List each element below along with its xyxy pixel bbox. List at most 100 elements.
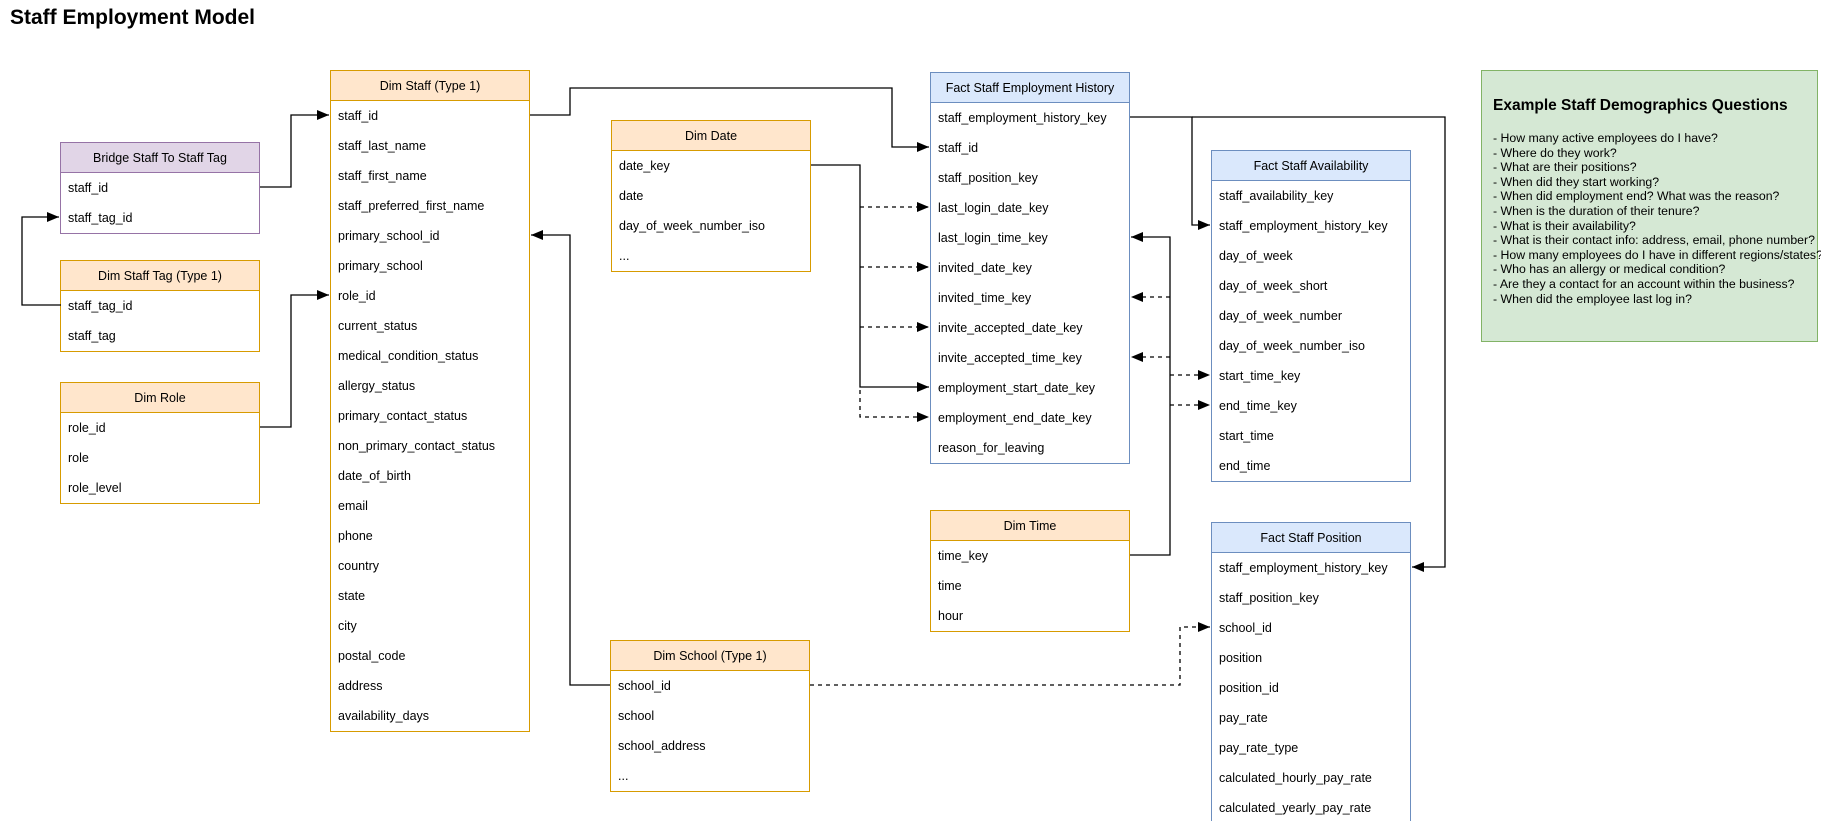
entity-field: school bbox=[618, 709, 655, 723]
entity-field: address bbox=[338, 679, 383, 693]
entity-field: staff_id bbox=[68, 181, 109, 195]
note-question: - Who has an allergy or medical conditio… bbox=[1493, 262, 1726, 277]
entity-field: date bbox=[619, 189, 644, 203]
connector-history-to-availability bbox=[1130, 116, 1210, 230]
notes-title: Example Staff Demographics Questions bbox=[1493, 97, 1788, 114]
entity-header: Dim Staff Tag (Type 1) bbox=[61, 261, 259, 291]
entity-field: role_level bbox=[68, 481, 122, 495]
entity-field: calculated_yearly_pay_rate bbox=[1219, 801, 1372, 815]
entity-field: staff_employment_history_key bbox=[1219, 219, 1388, 233]
entity-field: staff_first_name bbox=[338, 169, 427, 183]
entity-field: staff_tag bbox=[68, 329, 116, 343]
connector-date-to-employment-end bbox=[859, 390, 929, 422]
entity-field: pay_rate bbox=[1219, 711, 1268, 725]
connector-role-to-dim-staff bbox=[260, 290, 329, 428]
entity-field: employment_start_date_key bbox=[938, 381, 1096, 395]
entity-field: day_of_week_number_iso bbox=[619, 219, 765, 233]
note-question: - When did they start working? bbox=[1493, 174, 1660, 189]
entity-field: staff_last_name bbox=[338, 139, 427, 153]
entity-field: country bbox=[338, 559, 379, 573]
entity-field: calculated_hourly_pay_rate bbox=[1219, 771, 1372, 785]
entity-field: date_key bbox=[619, 159, 670, 173]
connector-time-to-last-login-time bbox=[1130, 232, 1171, 556]
page-title: Staff Employment Model bbox=[10, 6, 256, 29]
connector-date-to-employment-start bbox=[811, 164, 929, 392]
note-question: - When did the employee last log in? bbox=[1493, 291, 1692, 306]
entity-field: non_primary_contact_status bbox=[338, 439, 496, 453]
entity-field: time_key bbox=[938, 549, 989, 563]
entity-fact-staff-employment-history[interactable]: Fact Staff Employment History staff_empl… bbox=[930, 72, 1130, 464]
entity-field: staff_employment_history_key bbox=[938, 111, 1107, 125]
entity-field: primary_school bbox=[338, 259, 423, 273]
note-question: - What is their contact info: address, e… bbox=[1493, 233, 1815, 248]
notes-panel: Example Staff Demographics Questions - H… bbox=[1481, 70, 1821, 342]
entity-field: allergy_status bbox=[338, 379, 416, 393]
entity-field: school_id bbox=[1219, 621, 1272, 635]
entity-field: invite_accepted_date_key bbox=[938, 321, 1083, 335]
entity-field: date_of_birth bbox=[338, 469, 411, 483]
entity-header: Fact Staff Position bbox=[1212, 523, 1410, 553]
entity-field: primary_contact_status bbox=[338, 409, 468, 423]
entity-field: staff_id bbox=[938, 141, 979, 155]
entity-field: role_id bbox=[68, 421, 106, 435]
entity-field: pay_rate_type bbox=[1219, 741, 1299, 755]
entity-field: ... bbox=[619, 249, 630, 263]
entity-field: role_id bbox=[338, 289, 376, 303]
entity-field: last_login_date_key bbox=[938, 201, 1049, 215]
entity-field: day_of_week_short bbox=[1219, 279, 1328, 293]
entity-fact-staff-availability[interactable]: Fact Staff Availability staff_availabili… bbox=[1211, 150, 1411, 482]
note-question: - When did employment end? What was the … bbox=[1493, 189, 1780, 204]
entity-field: state bbox=[338, 589, 366, 603]
entity-field: city bbox=[338, 619, 357, 633]
entity-field: school_id bbox=[618, 679, 671, 693]
note-question: - Where do they work? bbox=[1493, 145, 1617, 160]
entity-field: school_address bbox=[618, 739, 706, 753]
entity-field: position_id bbox=[1219, 681, 1279, 695]
connector-school-to-dim-staff bbox=[531, 230, 610, 686]
entity-field: day_of_week_number_iso bbox=[1219, 339, 1365, 353]
entity-field: email bbox=[338, 499, 368, 513]
note-question: - What are their positions? bbox=[1493, 160, 1637, 175]
entity-fact-staff-position[interactable]: Fact Staff Position staff_employment_his… bbox=[1211, 522, 1411, 821]
entity-field: staff_position_key bbox=[938, 171, 1038, 185]
entity-field: staff_preferred_first_name bbox=[338, 199, 485, 213]
note-question: - How many active employees do I have? bbox=[1493, 131, 1718, 145]
entity-field: staff_position_key bbox=[1219, 591, 1319, 605]
entity-field: staff_availability_key bbox=[1219, 189, 1334, 203]
connector-staff-tag-to-bridge bbox=[21, 212, 61, 306]
note-question: - Are they a contact for an account with… bbox=[1493, 276, 1795, 291]
connector-bridge-to-dim-staff bbox=[260, 110, 329, 188]
entity-field: day_of_week bbox=[1219, 249, 1293, 263]
entity-field: ... bbox=[618, 769, 629, 783]
entity-field: phone bbox=[338, 529, 373, 543]
entity-field: role bbox=[68, 451, 89, 465]
entity-field: position bbox=[1219, 651, 1263, 665]
notes-questions: - How many active employees do I have?- … bbox=[1493, 131, 1821, 306]
entity-field: invite_accepted_time_key bbox=[938, 351, 1082, 365]
entity-field: employment_end_date_key bbox=[938, 411, 1092, 425]
entity-header: Fact Staff Employment History bbox=[931, 73, 1129, 103]
entity-field: start_time_key bbox=[1219, 369, 1301, 383]
entity-field: reason_for_leaving bbox=[938, 441, 1045, 455]
entity-field: invited_time_key bbox=[938, 291, 1032, 305]
entity-field: medical_condition_status bbox=[338, 349, 479, 363]
connector-school-to-position bbox=[810, 622, 1210, 686]
entity-header: Bridge Staff To Staff Tag bbox=[61, 143, 259, 173]
entity-field: postal_code bbox=[338, 649, 406, 663]
